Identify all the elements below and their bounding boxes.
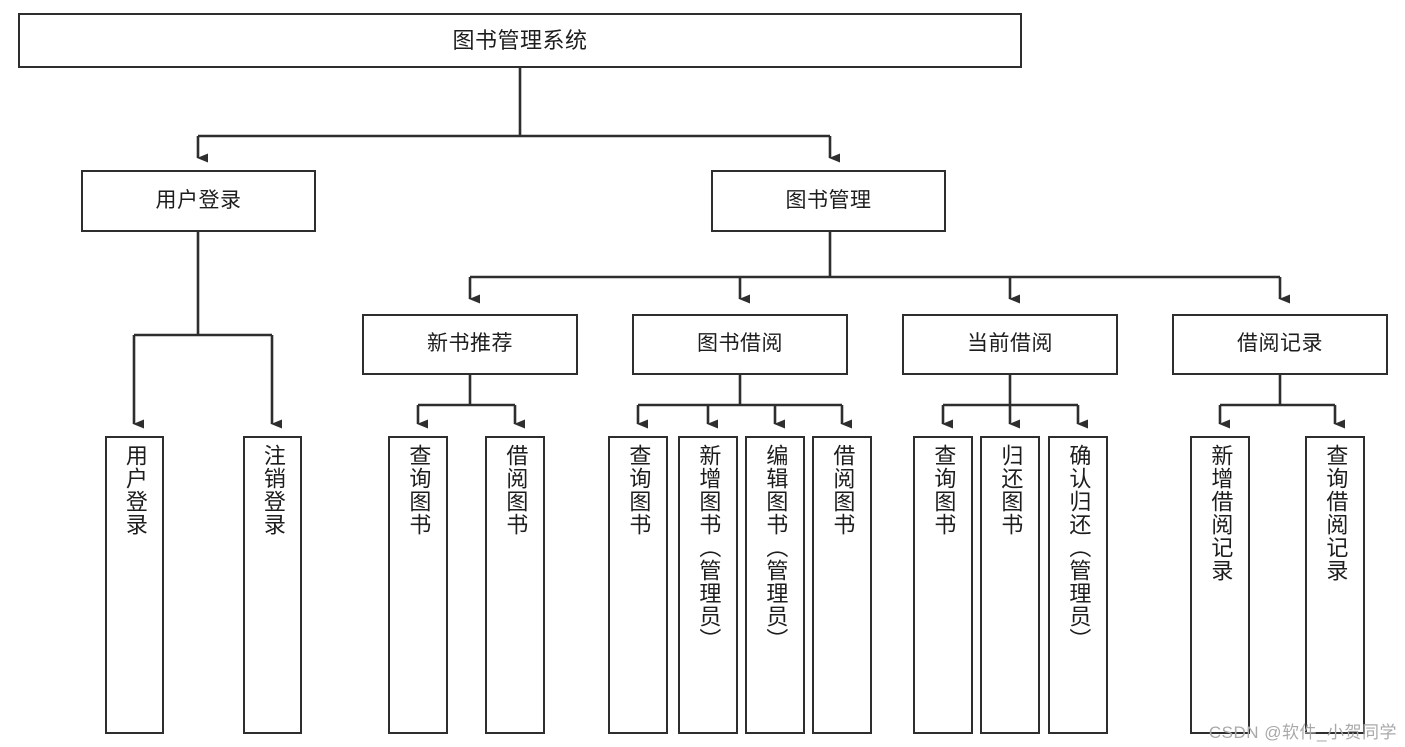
node-label: 图书管理 — [785, 188, 872, 212]
leaf-borrow-book-2[interactable]: 借阅图书 — [812, 436, 872, 734]
csdn-watermark: CSDN @软件_小贺同学 — [1208, 723, 1397, 742]
leaf-user-logout[interactable]: 注销登录 — [243, 436, 302, 734]
node-label: 图书管理系统 — [452, 27, 588, 53]
node-user-login[interactable]: 用户登录 — [81, 170, 316, 232]
node-label: 借阅记录 — [1237, 332, 1323, 356]
node-label: 当前借阅 — [967, 332, 1053, 356]
node-label: 编辑图书（管理员） — [763, 444, 789, 651]
node-label: 图书借阅 — [697, 332, 783, 356]
leaf-add-book[interactable]: 新增图书（管理员） — [678, 436, 738, 734]
leaf-query-book-3[interactable]: 查询图书 — [913, 436, 973, 734]
node-book-manage[interactable]: 图书管理 — [711, 170, 946, 232]
node-label: 查询图书 — [406, 444, 432, 536]
node-label: 用户登录 — [122, 444, 148, 536]
node-current-borrow[interactable]: 当前借阅 — [902, 314, 1118, 375]
leaf-query-book-1[interactable]: 查询图书 — [388, 436, 448, 734]
node-label: 用户登录 — [155, 188, 242, 212]
node-label: 注销登录 — [260, 444, 286, 536]
node-label: 查询图书 — [931, 444, 957, 536]
node-book-borrow[interactable]: 图书借阅 — [632, 314, 848, 375]
node-label: 借阅图书 — [830, 444, 856, 536]
node-label: 查询借阅记录 — [1323, 444, 1349, 582]
node-borrow-record[interactable]: 借阅记录 — [1172, 314, 1388, 375]
node-label: 借阅图书 — [503, 444, 529, 536]
leaf-confirm-return[interactable]: 确认归还（管理员） — [1048, 436, 1108, 734]
node-label: 确认归还（管理员） — [1066, 444, 1092, 651]
leaf-return-book[interactable]: 归还图书 — [980, 436, 1040, 734]
node-new-book-recommend[interactable]: 新书推荐 — [362, 314, 578, 375]
leaf-edit-book[interactable]: 编辑图书（管理员） — [745, 436, 805, 734]
node-label: 查询图书 — [626, 444, 652, 536]
node-label: 新书推荐 — [427, 332, 513, 356]
node-root-system[interactable]: 图书管理系统 — [18, 13, 1022, 68]
leaf-add-record[interactable]: 新增借阅记录 — [1190, 436, 1250, 734]
node-label: 新增图书（管理员） — [696, 444, 722, 651]
leaf-query-record[interactable]: 查询借阅记录 — [1305, 436, 1365, 734]
leaf-user-login[interactable]: 用户登录 — [105, 436, 164, 734]
leaf-borrow-book-1[interactable]: 借阅图书 — [485, 436, 545, 734]
node-label: 新增借阅记录 — [1208, 444, 1234, 582]
node-label: 归还图书 — [998, 444, 1024, 536]
leaf-query-book-2[interactable]: 查询图书 — [608, 436, 668, 734]
